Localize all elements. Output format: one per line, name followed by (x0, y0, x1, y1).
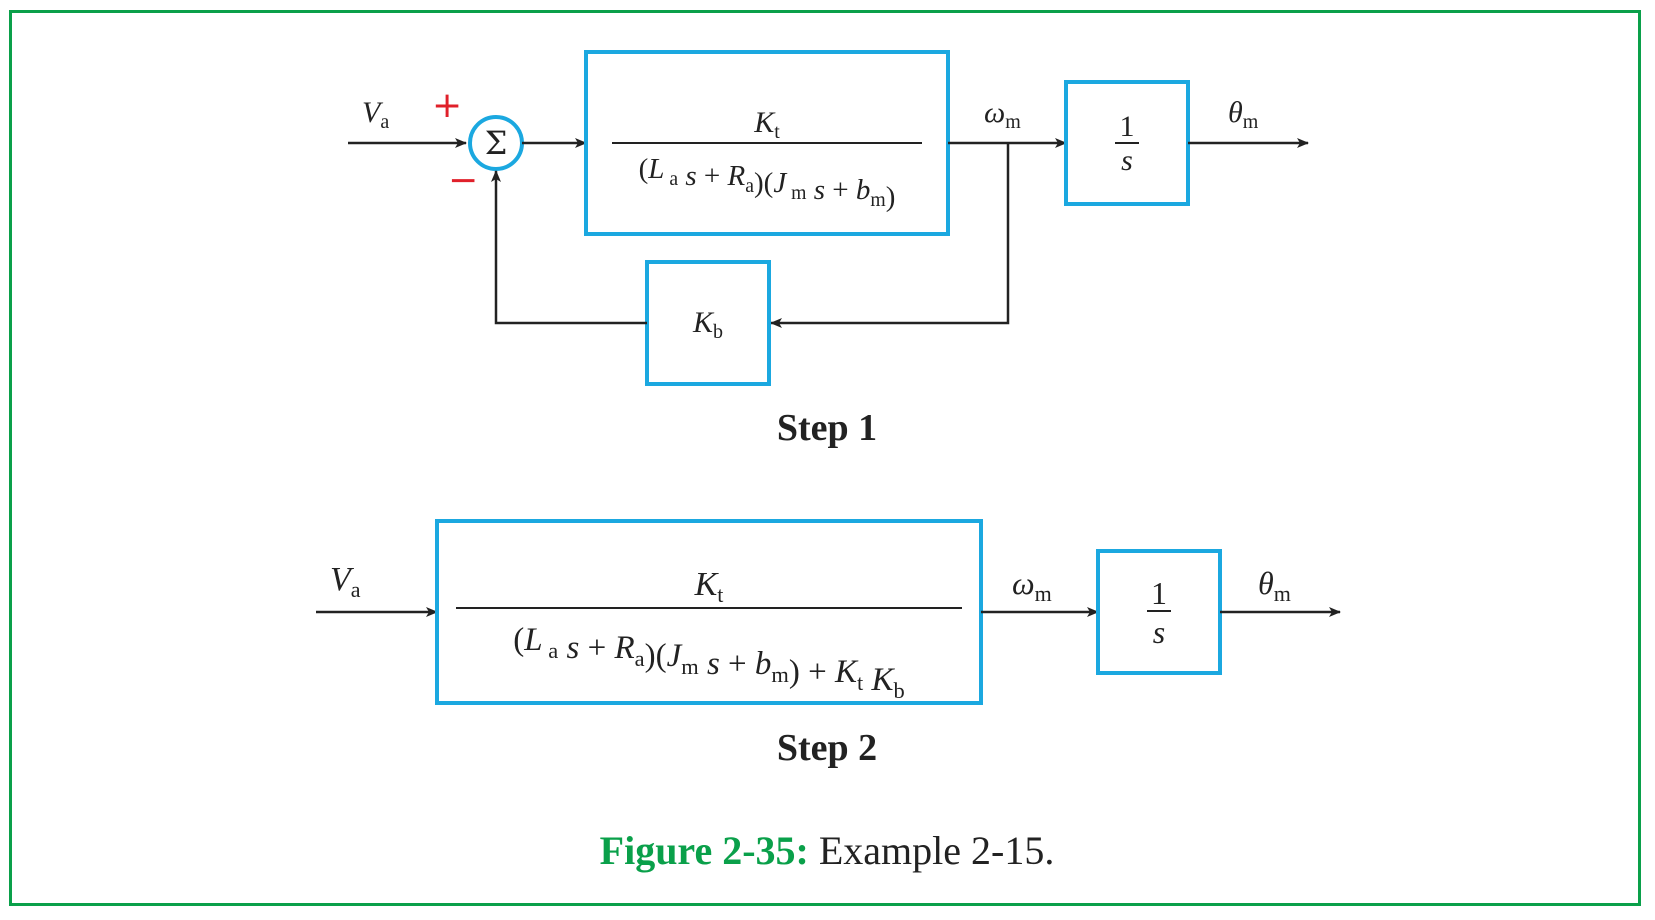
denominator-term: m (771, 662, 789, 687)
step2-label: Step 2 (777, 727, 877, 769)
denominator-term: a (745, 175, 754, 197)
step1-integrator-denominator: s (1121, 144, 1133, 177)
step1-label: Step 1 (777, 407, 877, 449)
denominator-term: a (635, 646, 645, 671)
denominator-term: L (647, 153, 664, 185)
step1-input-label: Va (362, 96, 389, 133)
figure-caption: Figure 2-35: Example 2-15. (600, 828, 1055, 873)
denominator-term: m (681, 654, 699, 679)
denominator-term: t (857, 670, 864, 695)
step2-diagram: Va Kt (L a s + Ra)(Jm s + bm) + Kt Kb ωm… (316, 519, 1341, 769)
denominator-term: s (558, 630, 579, 666)
denominator-term: )( (754, 167, 773, 199)
step1-plant-denominator: (L a s + Ra)(J m s + bm) (639, 153, 896, 213)
step2-integrator-numerator: 1 (1151, 575, 1167, 611)
step1-plus-sign: + (432, 85, 462, 126)
denominator-term: ) (886, 181, 896, 213)
step1-integrator-numerator: 1 (1120, 110, 1135, 143)
denominator-term: b (893, 678, 904, 703)
denominator-term: J (773, 167, 787, 199)
denominator-term: a (543, 638, 559, 663)
step1-omega-label: ωm (984, 96, 1021, 133)
denominator-term: s (678, 160, 697, 192)
figure-caption-text: Example 2-15. (809, 828, 1055, 873)
denominator-term: + (579, 630, 614, 666)
denominator-term: m (786, 182, 807, 204)
step1-output-label: θm (1228, 96, 1259, 133)
figure-number: Figure 2-35: (600, 828, 809, 873)
denominator-term: a (664, 168, 678, 190)
step2-block-denominator: (L a s + Ra)(Jm s + bm) + Kt Kb (513, 622, 904, 703)
denominator-term: K (863, 662, 895, 698)
step2-output-label: θm (1258, 565, 1291, 606)
step1-feedback-takeoff (770, 143, 1010, 328)
denominator-term: ( (513, 622, 524, 658)
step1-plant-numerator: Kt (753, 106, 780, 143)
step1-diagram: Va + − Σ Kt (L a s + Ra)(J m s + bm) ωm … (348, 50, 1309, 449)
denominator-term: + (825, 174, 856, 206)
step1-feedback-label: Kb (692, 306, 723, 343)
denominator-term: R (613, 630, 634, 666)
denominator-term: m (870, 189, 886, 211)
denominator-term: L (523, 622, 542, 658)
denominator-term: s (699, 646, 720, 682)
denominator-term: ( (639, 153, 649, 185)
step2-integrator-denominator: s (1153, 614, 1165, 650)
denominator-term: s (806, 174, 825, 206)
denominator-term: b (755, 646, 772, 682)
step1-feedback-return (491, 170, 647, 325)
denominator-term: R (727, 160, 746, 192)
denominator-term: + (697, 160, 728, 192)
figure-frame (9, 10, 1641, 906)
denominator-term: ) + (789, 654, 835, 690)
denominator-term: K (834, 654, 859, 690)
step2-block-numerator: Kt (694, 566, 724, 607)
denominator-term: + (720, 646, 755, 682)
step1-minus-sign: − (448, 160, 478, 201)
step2-input-label: Va (330, 561, 361, 602)
step2-omega-label: ωm (1012, 565, 1052, 606)
denominator-term: b (856, 174, 871, 206)
denominator-term: J (667, 638, 683, 674)
denominator-term: )( (645, 638, 667, 674)
sum-symbol: Σ (485, 124, 508, 162)
